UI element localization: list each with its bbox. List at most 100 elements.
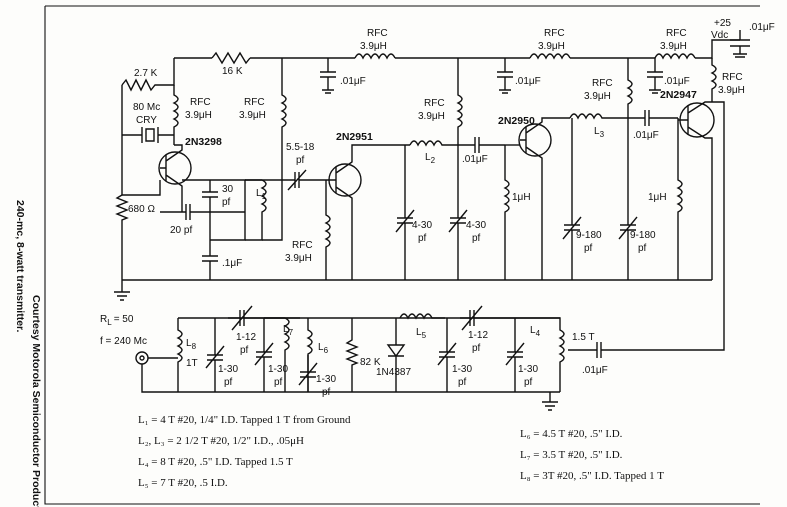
trim-1-30-a-value: 1-30	[218, 364, 238, 375]
trim-5.5-18-value: 5.5-18	[286, 142, 315, 153]
cap-20pf	[160, 204, 245, 220]
rfc-b-label: RFC	[544, 28, 565, 39]
rfc-a-label: RFC	[367, 28, 388, 39]
cap-stage2-label: .01μF	[462, 154, 488, 165]
crystal-label: CRY	[136, 115, 157, 126]
rfc-stage2-top-value: 3.9μH	[418, 111, 445, 122]
osc-base-wire	[122, 180, 161, 196]
rfc-osc-value: 3.9μH	[185, 110, 212, 121]
rfc-top-b	[529, 53, 571, 60]
cap-stage2	[458, 137, 505, 153]
output-connector-wire	[141, 357, 178, 393]
r27k-label: 2.7 K	[134, 68, 158, 79]
rfc-osc2	[262, 58, 287, 241]
rfc-a-value: 3.9μH	[360, 41, 387, 52]
trim-1-30-e	[505, 318, 525, 392]
transistor-2n2947-label: 2N2947	[660, 89, 697, 101]
rfc-c-value: 3.9μH	[660, 41, 687, 52]
trim-1-30-b-unit: pf	[274, 377, 283, 388]
trim-4-30-a-unit: pf	[418, 233, 427, 244]
cap-c-label: .01μF	[664, 76, 690, 87]
choke-b-label: 1μH	[648, 192, 667, 203]
cap-output	[585, 342, 605, 358]
rl-label: RL= 50	[100, 314, 134, 327]
ground-symbol-main	[114, 280, 130, 301]
trim-9-180-a	[562, 118, 582, 280]
transistor-2n2947-leads	[678, 101, 713, 280]
l4-turns: 1.5 T	[572, 332, 595, 343]
transistor-2n3298-label: 2N3298	[185, 136, 222, 148]
rfc-c-label: RFC	[666, 28, 687, 39]
transistor-2n2951-label: 2N2951	[336, 131, 373, 143]
caption-credit: Courtesy Motorola Semiconductor Products	[30, 295, 42, 507]
rfc-osc-label: RFC	[190, 97, 211, 108]
output-connector-inner	[139, 355, 145, 361]
trim-1-12-b	[460, 305, 515, 331]
freq-label: f = 240 Mc	[100, 336, 147, 347]
trim-4-30-a	[395, 145, 415, 280]
inductor-l2	[409, 140, 458, 147]
l7-label: L7	[283, 324, 294, 337]
choke-1uh-b	[676, 118, 683, 280]
note-l7: L₇ = 3.5 T #20, .5" I.D.	[520, 449, 623, 461]
transistor-2n2951	[328, 163, 362, 197]
rfc-osc2-label: RFC	[244, 97, 265, 108]
l8-label: L8	[186, 338, 197, 351]
diode-label: 1N4387	[376, 367, 411, 378]
l1-label: L1	[256, 188, 267, 201]
inductor-l4	[515, 317, 565, 392]
trim-9-180-a-unit: pf	[584, 243, 593, 254]
l3-label: L3	[594, 126, 605, 139]
caption-title: 240-mc, 8-watt transmitter.	[14, 200, 26, 333]
trim-5.5-18-unit: pf	[296, 155, 305, 166]
c30-unit: pf	[222, 197, 231, 208]
trim-1-30-c	[298, 355, 318, 392]
transistor-2n2950	[518, 123, 552, 157]
r82k-label: 82 K	[360, 357, 381, 368]
choke-1uh-a	[503, 145, 510, 280]
c20-label: 20 pf	[170, 225, 192, 236]
cap-stage3	[628, 110, 678, 126]
trim-1-12-b-value: 1-12	[468, 330, 488, 341]
cap-b-label: .01μF	[515, 76, 541, 87]
trim-1-30-c-value: 1-30	[316, 374, 336, 385]
c30-value: 30	[222, 184, 234, 195]
crystal	[122, 127, 174, 143]
trim-1-30-b	[254, 318, 274, 392]
rfc-stage3-label: RFC	[592, 78, 613, 89]
output-feed	[605, 101, 725, 351]
diode-1n4387	[386, 318, 406, 392]
cap-a-label: .01μF	[340, 76, 366, 87]
resistor-2k7	[121, 58, 175, 92]
trim-1-30-e-unit: pf	[524, 377, 533, 388]
note-l4: L₄ = 8 T #20, .5" I.D. Tapped 1.5 T	[138, 456, 293, 468]
trim-9-180-a-value: 9-180	[576, 230, 602, 241]
rfc-stage4	[710, 58, 717, 102]
trim-9-180-b	[618, 118, 638, 280]
transistor-2n2950-label: 2N2950	[498, 115, 535, 127]
supply-rail-end	[695, 39, 740, 59]
rfc-b-value: 3.9μH	[538, 41, 565, 52]
transistor-2n2951-leads	[330, 144, 362, 280]
resistor-82k	[345, 318, 359, 392]
rfc-stage2-label: RFC	[292, 240, 313, 251]
rfc-stage2	[324, 180, 331, 280]
trim-4-30-b-unit: pf	[472, 233, 481, 244]
trim-4-30-a-value: 4-30	[412, 220, 432, 231]
crystal-freq: 80 Mc	[133, 102, 160, 113]
r680-label: 680 Ω	[128, 204, 155, 215]
inductor-l5	[399, 313, 445, 320]
trim-1-30-a	[205, 318, 225, 392]
ground-symbol-out	[542, 392, 558, 411]
inductor-l6	[306, 318, 313, 392]
trim-1-30-d	[437, 318, 457, 392]
rfc-stage3	[626, 58, 633, 118]
supply-unit: Vdc	[711, 30, 728, 41]
trim-9-180-b-unit: pf	[638, 243, 647, 254]
transistor-2n3298	[158, 151, 192, 185]
supply-voltage: +25	[714, 18, 731, 29]
cap-output-label: .01μF	[582, 365, 608, 376]
trim-1-12-a-unit: pf	[240, 345, 249, 356]
